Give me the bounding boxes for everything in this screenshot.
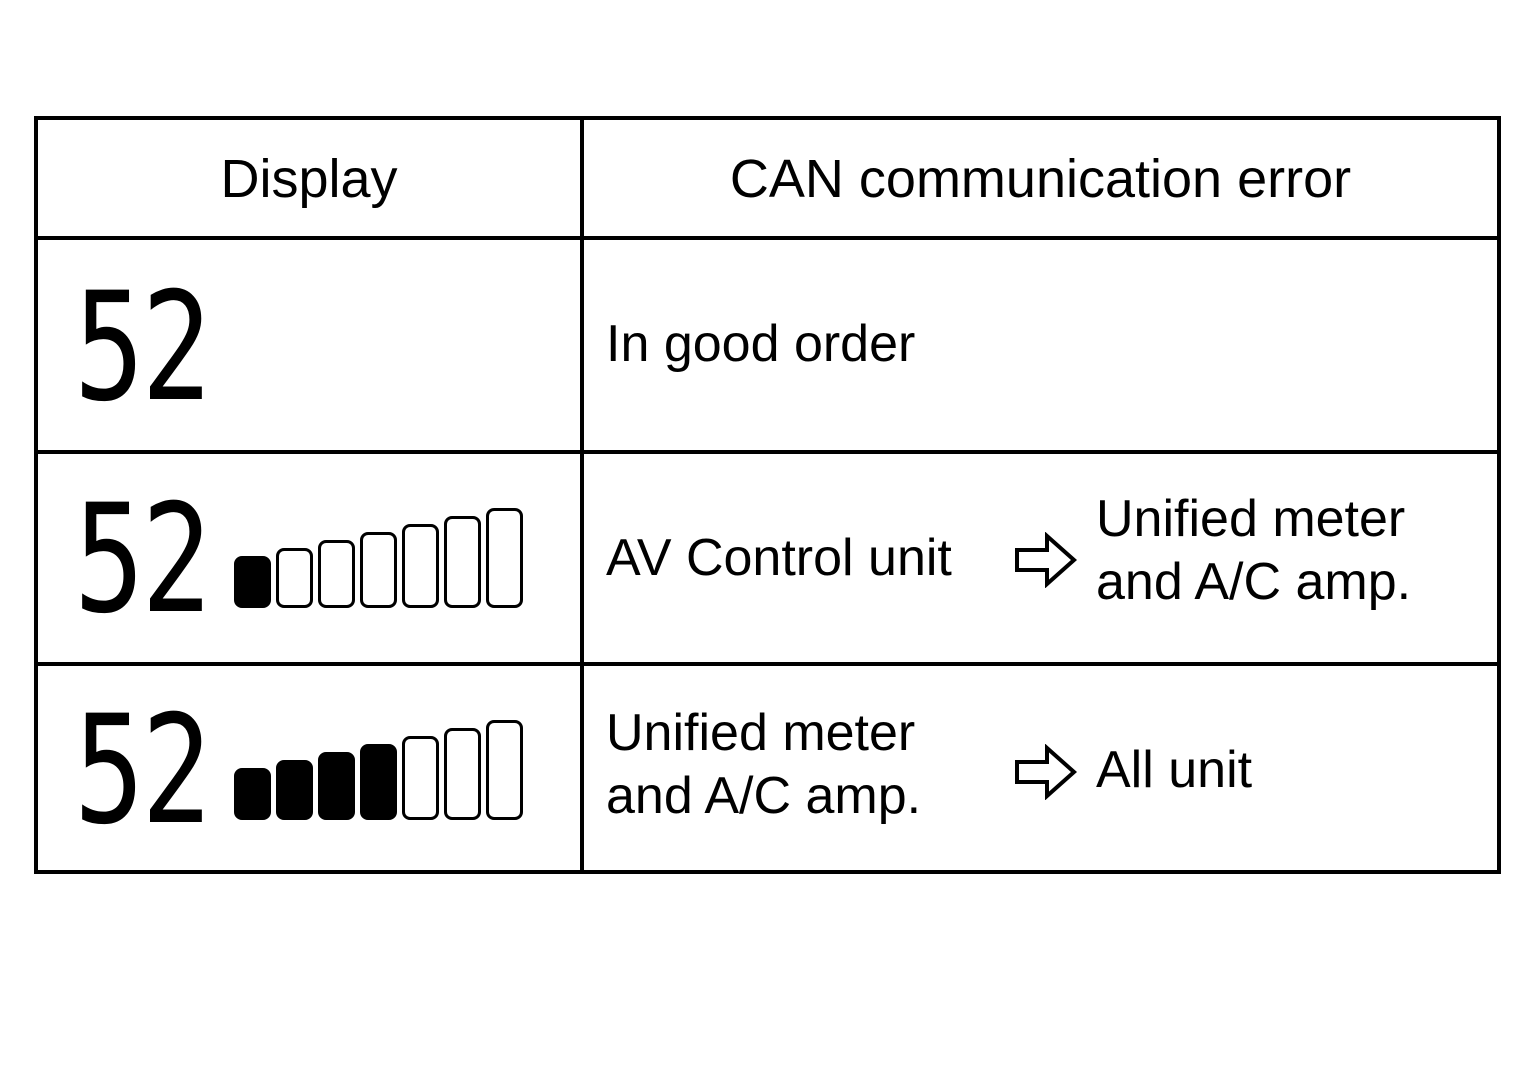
display-digits: 52 [74,473,212,647]
can-error-table: Display CAN communication error 52 In go… [34,116,1501,874]
row-divider [38,236,1497,240]
display-cell: 52 [38,240,580,450]
segment-empty [276,548,313,608]
column-divider [580,120,584,870]
row-divider [38,450,1497,454]
error-source-text: AV Control unit [606,529,952,587]
display-cell: 52 [38,454,580,664]
display-cell: 52 [38,666,580,876]
segment-filled [360,744,397,820]
error-source-text: Unified meter and A/C amp. [606,704,922,826]
segment-empty [444,728,481,820]
right-arrow-icon [1015,532,1078,588]
error-cell: AV Control unit Unified meter and A/C am… [584,454,1497,664]
segment-filled [234,768,271,820]
header-display-label: Display [220,148,398,209]
error-target-text: Unified meter and A/C amp. [1096,490,1412,612]
segment-empty [486,720,523,820]
header-can-error: CAN communication error [584,120,1497,237]
segment-empty [402,524,439,608]
segment-bar-graph [234,508,523,608]
segment-filled [234,556,271,608]
segment-empty [402,736,439,820]
display-digits: 52 [74,684,212,858]
segment-empty [318,540,355,608]
error-target-text: All unit [1096,741,1253,799]
error-cell: In good order [584,240,1497,450]
error-cell: Unified meter and A/C amp. All unit [584,666,1497,876]
header-display: Display [38,120,580,237]
display-digits: 52 [74,261,212,435]
segment-filled [318,752,355,820]
segment-filled [276,760,313,820]
row-divider [38,662,1497,666]
table-row: 52 AV Control unit Unified meter and A/C… [38,454,1497,664]
error-source-text: In good order [606,315,916,373]
segment-bar-graph [234,720,523,820]
right-arrow-icon [1015,744,1078,800]
segment-empty [486,508,523,608]
segment-empty [360,532,397,608]
table-row: 52 Unified meter and A/C amp. All unit [38,666,1497,876]
table-row: 52 In good order [38,240,1497,450]
header-can-error-label: CAN communication error [729,148,1352,209]
segment-empty [444,516,481,608]
